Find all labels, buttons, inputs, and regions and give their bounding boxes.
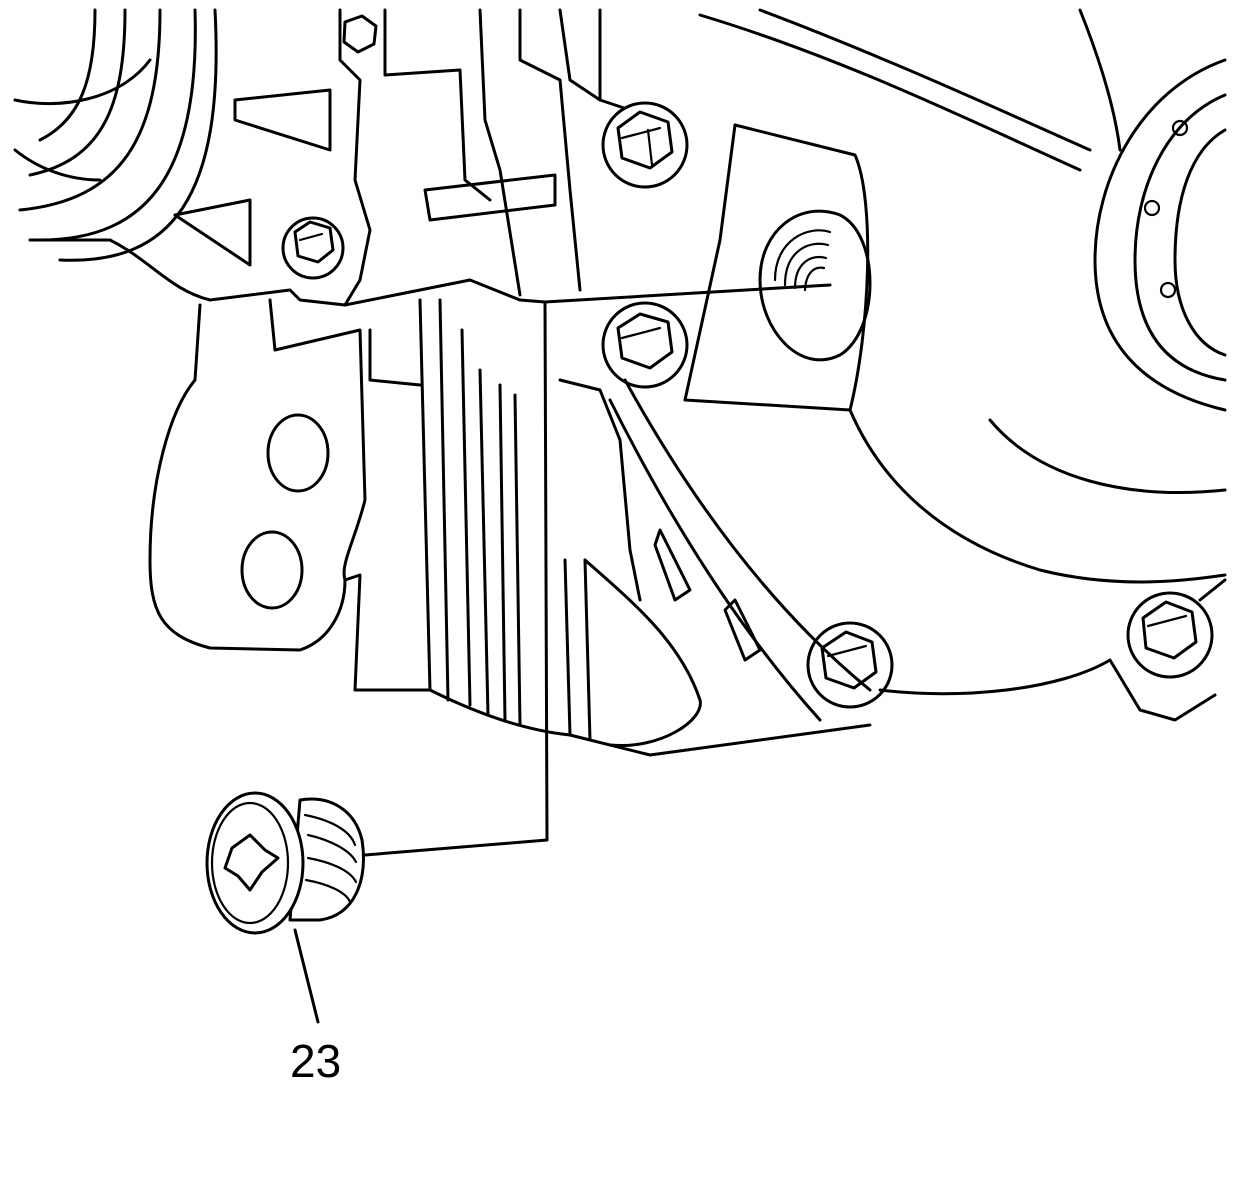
bolt-lower-center — [806, 621, 894, 709]
mounting-bracket-arm — [148, 298, 432, 692]
bolt-upper-left — [281, 216, 345, 280]
oil-pan-ribs — [418, 298, 1227, 757]
bolt-top-left — [342, 14, 378, 54]
flywheel-housing — [698, 8, 1227, 584]
bracket-housing — [28, 8, 632, 307]
bolt-middle — [601, 301, 689, 389]
pulley-rings — [13, 8, 218, 262]
bolt-lower-right — [1126, 591, 1214, 679]
leader-lines — [363, 283, 832, 857]
bolt-upper-center — [601, 101, 689, 189]
callout-label-23: 23 — [290, 1035, 342, 1087]
threaded-port-boss — [683, 123, 872, 412]
callout-23-line — [293, 928, 320, 1024]
drain-plug — [205, 791, 365, 935]
